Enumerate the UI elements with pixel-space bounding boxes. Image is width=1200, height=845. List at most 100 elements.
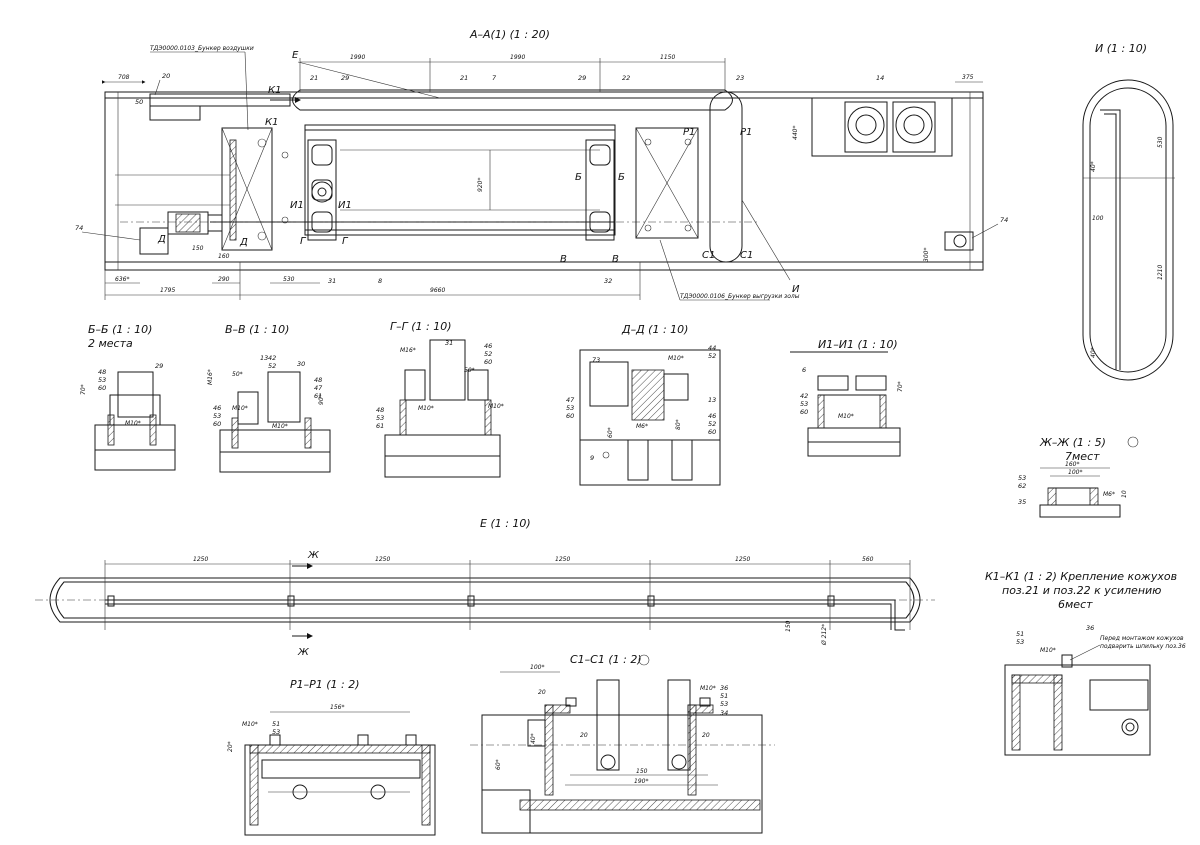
svg-text:53: 53 — [800, 400, 808, 408]
svg-text:48: 48 — [376, 406, 384, 414]
section-r1-r1: Р1–Р1 (1 : 2) 156* 51 53 М10* 20* — [227, 678, 436, 836]
svg-text:51: 51 — [272, 720, 280, 728]
svg-text:Р1: Р1 — [683, 127, 695, 138]
svg-text:1250: 1250 — [375, 556, 390, 563]
svg-text:150: 150 — [192, 245, 204, 252]
svg-text:М10*: М10* — [1040, 647, 1056, 654]
svg-text:подварить шпильку поз.36: подварить шпильку поз.36 — [1100, 643, 1186, 650]
main-view-title: А–А(1) (1 : 20) — [469, 28, 550, 41]
svg-text:Д: Д — [157, 234, 166, 245]
svg-text:1250: 1250 — [193, 556, 208, 563]
svg-text:Перед монтажом кожухов: Перед монтажом кожухов — [1100, 635, 1184, 642]
dim-1150: 1150 — [660, 54, 675, 61]
svg-text:51: 51 — [1016, 630, 1024, 638]
svg-text:61: 61 — [376, 422, 384, 430]
view-e: Е (1 : 10) 1250 1250 1250 1250 560 150 Ø… — [35, 517, 935, 658]
svg-text:1250: 1250 — [735, 556, 750, 563]
svg-text:31: 31 — [328, 277, 336, 285]
svg-text:М6*: М6* — [1103, 491, 1115, 498]
section-s1-s1: С1–С1 (1 : 2) 100* 20 20 20 40* 60* 150 … — [470, 653, 775, 834]
section-zh-zh: Ж–Ж (1 : 5) 7мест 160* 100* 53 62 35 М6*… — [1018, 436, 1139, 518]
svg-text:13: 13 — [260, 354, 268, 362]
pos-20: 20 — [162, 72, 170, 80]
svg-text:2 места: 2 места — [88, 337, 133, 350]
svg-text:560: 560 — [862, 556, 874, 563]
svg-text:60: 60 — [708, 428, 716, 436]
svg-text:50*: 50* — [464, 367, 475, 374]
svg-text:53: 53 — [1018, 474, 1026, 482]
svg-text:Д–Д (1 : 10): Д–Д (1 : 10) — [621, 323, 688, 336]
svg-text:С1: С1 — [702, 250, 715, 261]
svg-text:И1–И1 (1 : 10): И1–И1 (1 : 10) — [818, 338, 898, 351]
svg-text:29: 29 — [155, 362, 163, 370]
svg-text:1210: 1210 — [1157, 265, 1164, 280]
svg-text:80*: 80* — [675, 419, 682, 430]
bearing-group-left — [307, 139, 337, 241]
svg-text:22: 22 — [622, 74, 630, 82]
svg-text:Г: Г — [342, 236, 349, 247]
note-hopper-ash: ТДЭ0000.0106_Бункер выгрузки золы — [680, 293, 800, 300]
svg-text:М10*: М10* — [125, 420, 141, 427]
svg-text:9: 9 — [590, 454, 594, 462]
svg-text:Р1: Р1 — [740, 127, 752, 138]
svg-text:40*: 40* — [1090, 347, 1097, 358]
svg-text:С1–С1 (1 : 2): С1–С1 (1 : 2) — [570, 653, 642, 666]
svg-text:150: 150 — [636, 768, 648, 775]
drive-motor-left — [139, 211, 223, 255]
section-b-b: Б–Б (1 : 10) 2 места 29 48 53 60 70* М10… — [80, 323, 176, 471]
svg-text:6: 6 — [802, 366, 806, 374]
svg-text:70*: 70* — [80, 384, 87, 395]
svg-text:46: 46 — [213, 404, 221, 412]
svg-text:36: 36 — [720, 684, 728, 692]
svg-text:21: 21 — [460, 74, 468, 82]
svg-text:7мест: 7мест — [1065, 450, 1100, 463]
svg-text:150: 150 — [785, 620, 792, 632]
dim-1990-a: 1990 — [350, 54, 365, 61]
svg-text:636*: 636* — [115, 276, 129, 283]
svg-text:поз.21 и поз.22 к усилению: поз.21 и поз.22 к усилению — [1002, 584, 1161, 597]
svg-text:Ж–Ж (1 : 5): Ж–Ж (1 : 5) — [1039, 436, 1106, 449]
svg-text:46: 46 — [708, 412, 716, 420]
svg-text:М6*: М6* — [636, 423, 648, 430]
svg-text:36: 36 — [1086, 624, 1094, 632]
svg-text:10: 10 — [1121, 490, 1128, 498]
svg-text:Б–Б (1 : 10): Б–Б (1 : 10) — [88, 323, 152, 336]
svg-text:И1: И1 — [290, 200, 304, 211]
svg-text:К1–К1 (1 : 2) Крепление кожухо: К1–К1 (1 : 2) Крепление кожухов — [985, 570, 1177, 583]
svg-text:35: 35 — [1018, 498, 1026, 506]
fan-unit — [811, 97, 953, 157]
svg-text:40*: 40* — [1090, 161, 1097, 172]
svg-text:74: 74 — [75, 224, 83, 232]
svg-text:И: И — [792, 284, 800, 295]
svg-text:190*: 190* — [634, 778, 648, 785]
svg-text:23: 23 — [736, 74, 744, 82]
section-i1-i1: И1–И1 (1 : 10) 6 42 53 60 70* М10* — [790, 338, 904, 457]
section-k1-a: К1 — [268, 85, 281, 96]
svg-text:60: 60 — [566, 412, 574, 420]
svg-text:74: 74 — [1000, 216, 1008, 224]
svg-text:8: 8 — [378, 277, 382, 285]
note-hopper-air: ТДЭ0000.0103_Бункер воздушки — [150, 45, 254, 52]
conveyor-frame — [304, 124, 616, 236]
svg-text:61: 61 — [314, 392, 322, 400]
svg-text:И (1 : 10): И (1 : 10) — [1095, 42, 1147, 55]
svg-text:52: 52 — [484, 350, 492, 358]
section-g-g: Г–Г (1 : 10) 31 46 52 60 48 53 61 М16* М… — [376, 320, 504, 478]
svg-text:Б: Б — [618, 172, 625, 183]
svg-text:Г–Г (1 : 10): Г–Г (1 : 10) — [390, 320, 452, 333]
svg-text:В–В (1 : 10): В–В (1 : 10) — [225, 323, 289, 336]
svg-text:М10*: М10* — [668, 355, 684, 362]
svg-text:Г: Г — [300, 236, 307, 247]
svg-text:29: 29 — [341, 74, 349, 82]
svg-text:47: 47 — [566, 396, 575, 404]
svg-text:М10*: М10* — [242, 721, 258, 728]
section-k1-b: К1 — [265, 117, 278, 128]
svg-text:13: 13 — [708, 396, 716, 404]
air-hopper — [221, 127, 273, 251]
svg-text:20: 20 — [538, 689, 546, 696]
svg-text:530: 530 — [283, 276, 295, 283]
hose-rounded-body — [1082, 79, 1174, 381]
svg-text:100*: 100* — [530, 664, 544, 671]
bearing-group-right — [585, 139, 615, 241]
